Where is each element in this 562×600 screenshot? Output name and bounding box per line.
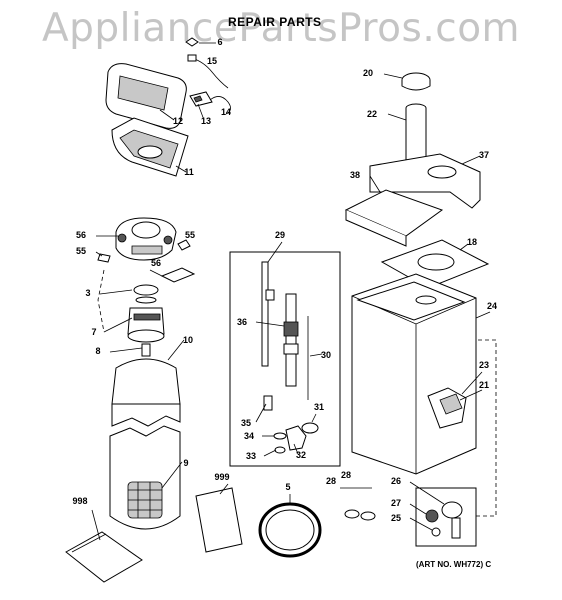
part-35-fitting[interactable] (263, 395, 273, 411)
callout-33: 33 (246, 451, 256, 461)
callout-5: 5 (285, 482, 290, 492)
part-14-wire[interactable] (209, 96, 231, 115)
callout-12: 12 (173, 116, 183, 126)
callout-18: 18 (467, 237, 477, 247)
part-7-o-ring[interactable] (135, 296, 157, 304)
callout-13: 13 (201, 116, 211, 126)
callout-28: 28 (326, 476, 336, 486)
part-32-elbow[interactable] (285, 425, 307, 451)
callout-7: 7 (91, 327, 96, 337)
callout-22: 22 (367, 109, 377, 119)
callout-36: 36 (237, 317, 247, 327)
part-999-manual[interactable] (195, 487, 243, 553)
part-10-resin-tank[interactable] (109, 358, 181, 530)
callout-26: 26 (391, 476, 401, 486)
part-6-knob[interactable] (185, 37, 216, 47)
part-21-fitting[interactable] (439, 393, 463, 415)
part-28-fittings[interactable] (340, 487, 376, 521)
callout-14: 14 (221, 107, 231, 117)
part-20-cap[interactable] (401, 72, 431, 91)
part-11-control-base[interactable] (111, 117, 189, 177)
callout-23: 23 (479, 360, 489, 370)
callout-32: 32 (296, 450, 306, 460)
callout-37: 37 (479, 150, 489, 160)
part-34-nut[interactable] (273, 432, 287, 440)
part-37-top-cover[interactable] (369, 153, 481, 209)
callout-24: 24 (487, 301, 497, 311)
part-31-clip[interactable] (301, 422, 319, 434)
part-18-gasket[interactable] (380, 239, 490, 289)
callout-35: 35 (241, 418, 251, 428)
part-998-bag[interactable] (65, 531, 143, 583)
callout-15: 15 (207, 56, 217, 66)
callout-27: 27 (391, 498, 401, 508)
callout-999: 999 (214, 472, 229, 482)
part-29-brine-valve[interactable] (261, 261, 275, 367)
part-5-hose[interactable] (258, 502, 322, 558)
callout-6: 6 (217, 37, 222, 47)
callout-10: 10 (183, 335, 193, 345)
callout-30: 30 (321, 350, 331, 360)
callout-55: 55 (185, 230, 195, 240)
callout-29: 29 (275, 230, 285, 240)
callout-38: 38 (350, 170, 360, 180)
part-15-wire-harness[interactable] (187, 54, 229, 89)
part-55-clip-right[interactable] (177, 239, 191, 251)
callout-11: 11 (184, 167, 194, 177)
part-12-control-cover[interactable] (105, 63, 187, 129)
callout-998: 998 (72, 496, 87, 506)
callout-28: 28 (341, 470, 351, 480)
part-55-clip-left[interactable] (97, 253, 111, 263)
callout-21: 21 (479, 380, 489, 390)
diagram-title: REPAIR PARTS (228, 15, 322, 29)
part-26-27-25-overflow-assembly[interactable] (415, 339, 497, 547)
part-24-cabinet[interactable] (351, 273, 477, 475)
leader-lines (91, 73, 491, 541)
part-8-riser-tube[interactable] (141, 343, 151, 357)
part-13-circuit-board[interactable] (189, 91, 213, 107)
callout-56: 56 (76, 230, 86, 240)
part-56-bracket[interactable] (149, 267, 196, 283)
part-3-valve-assembly[interactable] (97, 269, 165, 343)
part-9-tank-mesh[interactable] (127, 481, 163, 519)
callout-20: 20 (363, 68, 373, 78)
callout-25: 25 (391, 513, 401, 523)
callout-9: 9 (183, 458, 188, 468)
brine-valve-inset-box (229, 251, 341, 467)
art-number: (ART NO. WH772) C (416, 560, 492, 569)
callout-55: 55 (76, 246, 86, 256)
part-33-insert[interactable] (274, 446, 286, 454)
callout-8: 8 (95, 346, 100, 356)
callout-34: 34 (244, 431, 254, 441)
callout-31: 31 (314, 402, 324, 412)
part-36-float-rod[interactable] (283, 293, 299, 387)
part-56-motor-assembly[interactable] (115, 217, 177, 261)
callout-3: 3 (85, 288, 90, 298)
part-38-salt-lid[interactable] (344, 189, 444, 247)
callout-56: 56 (151, 258, 161, 268)
